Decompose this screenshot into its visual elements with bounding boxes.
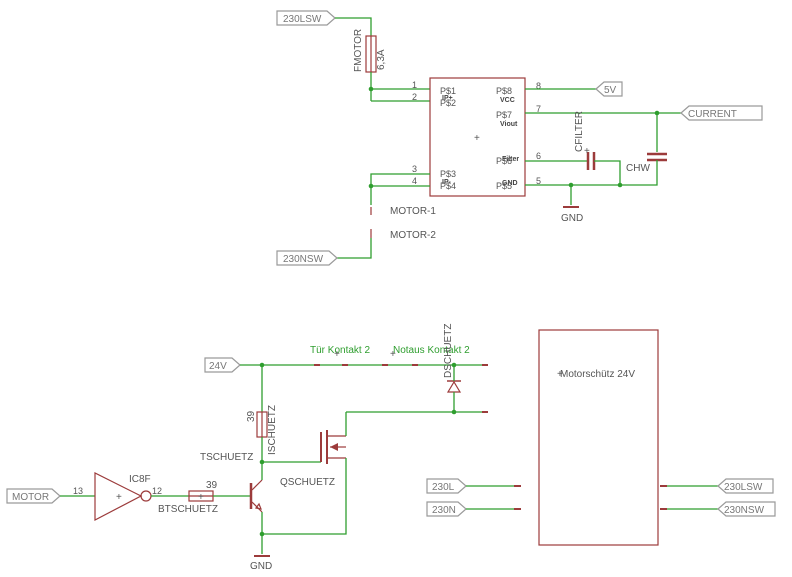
svg-text:24V: 24V <box>209 361 227 372</box>
net-label-motor: MOTOR <box>6 488 61 504</box>
cfilter-label: CFILTER <box>574 111 585 152</box>
svg-text:230N: 230N <box>432 505 456 516</box>
fuse-name-label: FMOTOR <box>353 29 364 72</box>
svg-text:P$6: P$6 <box>496 156 512 166</box>
fuse-fmotor: FMOTOR 6,3A <box>353 29 387 73</box>
transistor-npn <box>249 479 263 513</box>
svg-text:P$3: P$3 <box>440 169 456 179</box>
svg-text:5: 5 <box>536 176 541 186</box>
svg-text:P$2: P$2 <box>440 98 456 108</box>
svg-text:230LSW: 230LSW <box>724 482 763 493</box>
svg-text:Tür Kontakt 2: Tür Kontakt 2 <box>310 345 370 356</box>
svg-text:6: 6 <box>536 151 541 161</box>
svg-text:P$7: P$7 <box>496 110 512 120</box>
svg-text:MOTOR-1: MOTOR-1 <box>390 206 436 217</box>
svg-text:IP-: IP- <box>442 179 452 186</box>
svg-text:13: 13 <box>73 486 83 496</box>
svg-text:P$8: P$8 <box>496 86 512 96</box>
svg-text:Filter: Filter <box>502 156 519 163</box>
net-label-current: CURRENT <box>680 105 763 121</box>
diode-dschuetz: DSCHUETZ <box>443 324 462 393</box>
svg-text:4: 4 <box>412 176 417 186</box>
svg-text:+: + <box>198 492 204 503</box>
motor-terminal-1: MOTOR-1 <box>370 206 436 217</box>
svg-text:39: 39 <box>206 480 218 491</box>
tschuetz-label: TSCHUETZ <box>200 452 253 463</box>
svg-text:Motorschütz 24V: Motorschütz 24V <box>560 369 635 380</box>
svg-text:1: 1 <box>412 80 417 90</box>
net-label-5v: 5V <box>595 81 623 97</box>
svg-text:+: + <box>557 369 563 380</box>
svg-text:VCC: VCC <box>500 97 515 104</box>
svg-text:3: 3 <box>412 164 417 174</box>
svg-text:+: + <box>334 349 340 360</box>
btschuetz-label: BTSCHUETZ <box>158 504 218 515</box>
svg-text:+: + <box>390 349 396 360</box>
switch-door-contact: Tür Kontakt 2 + <box>310 345 370 366</box>
svg-text:GND: GND <box>502 180 518 187</box>
svg-text:IC8F: IC8F <box>129 474 151 485</box>
svg-text:5V: 5V <box>604 85 617 96</box>
svg-text:12: 12 <box>152 486 162 496</box>
net-label-230lsw-out: 230LSW <box>717 478 774 494</box>
svg-text:P$1: P$1 <box>440 86 456 96</box>
svg-text:230L: 230L <box>432 482 455 493</box>
svg-text:39: 39 <box>246 410 257 422</box>
svg-text:8: 8 <box>536 81 541 91</box>
svg-text:GND: GND <box>250 561 272 572</box>
svg-text:GND: GND <box>561 213 583 224</box>
svg-text:+: + <box>116 492 122 503</box>
inverter-ic8f: + IC8F <box>94 472 152 521</box>
svg-text:230LSW: 230LSW <box>283 14 322 25</box>
svg-text:+: + <box>584 146 590 157</box>
svg-text:MOTOR-2: MOTOR-2 <box>390 230 436 241</box>
mosfet-qschuetz: QSCHUETZ <box>280 430 346 488</box>
chw-label: CHW <box>626 163 650 174</box>
motor-terminal-2: MOTOR-2 <box>370 229 436 241</box>
svg-text:P$4: P$4 <box>440 181 456 191</box>
switch-emergency-contact: Notaus Kontakt 2 + <box>382 345 470 366</box>
dschuetz-label: DSCHUETZ <box>443 324 454 378</box>
svg-text:QSCHUETZ: QSCHUETZ <box>280 477 335 488</box>
svg-text:230NSW: 230NSW <box>283 254 324 265</box>
svg-text:+: + <box>474 133 480 144</box>
svg-text:7: 7 <box>536 104 541 114</box>
svg-text:MOTOR: MOTOR <box>12 492 49 503</box>
svg-text:Viout: Viout <box>500 121 518 128</box>
net-label-24v: 24V <box>204 357 241 373</box>
capacitor-chw: CHW <box>626 152 667 174</box>
svg-text:CURRENT: CURRENT <box>688 109 737 120</box>
svg-text:IP+: IP+ <box>442 95 453 102</box>
net-label-230nsw-out: 230NSW <box>717 501 776 517</box>
fuse-value-label: 6,3A <box>376 49 387 70</box>
resistor-btschuetz: 39 BTSCHUETZ + <box>158 480 218 515</box>
svg-text:Notaus Kontakt 2: Notaus Kontakt 2 <box>393 345 470 356</box>
ischuetz-label: ISCHUETZ <box>267 405 278 455</box>
contactor-motorschuetz: Motorschütz 24V + <box>538 329 659 546</box>
net-label-230lsw-top: 230LSW <box>276 10 336 26</box>
svg-text:2: 2 <box>412 92 417 102</box>
current-sensor-ic: + 1 2 3 4 P$1 IP+ P$2 P$3 IP- P$4 P$8 VC… <box>412 77 541 197</box>
net-label-230nsw-top: 230NSW <box>276 250 338 266</box>
ground-symbol-bottom: GND <box>250 555 272 572</box>
svg-text:230NSW: 230NSW <box>724 505 765 516</box>
net-label-230n-in: 230N <box>426 501 467 517</box>
svg-text:P$5: P$5 <box>496 181 512 191</box>
net-label-230l-in: 230L <box>426 478 467 494</box>
ground-symbol-top: GND <box>561 206 583 224</box>
